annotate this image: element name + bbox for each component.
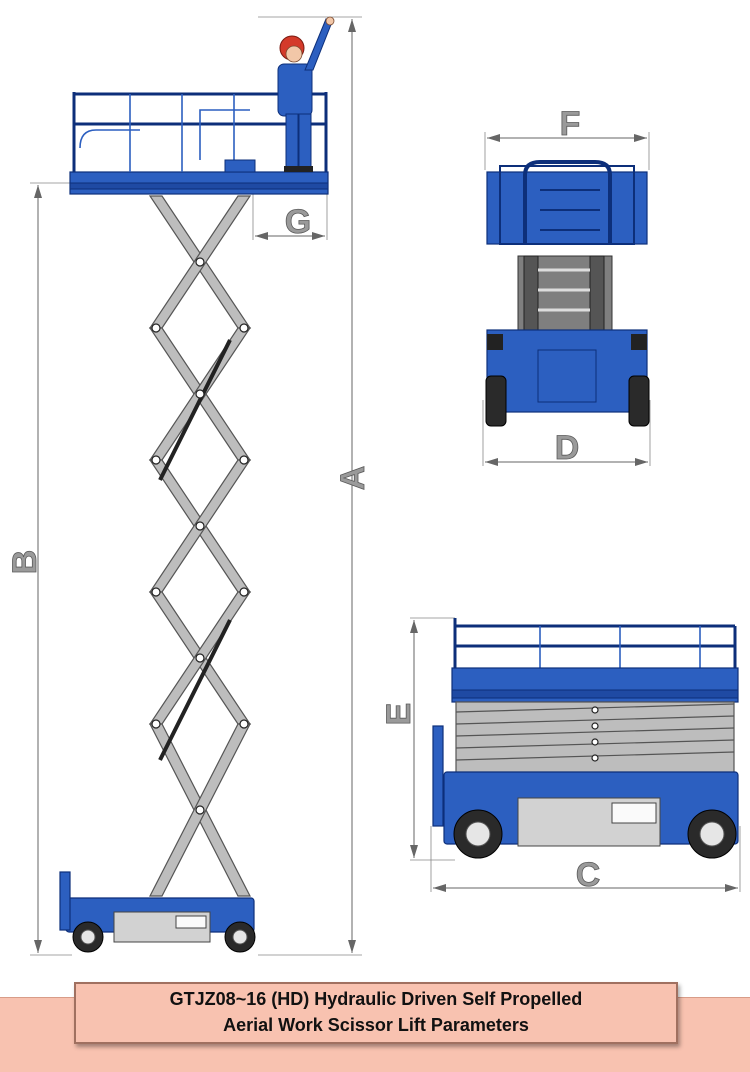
caption-line-2: Aerial Work Scissor Lift Parameters — [223, 1015, 529, 1035]
dimension-a: A — [258, 16, 372, 956]
caption-banner: GTJZ08~16 (HD) Hydraulic Driven Self Pro… — [74, 982, 678, 1044]
dimension-c: C — [430, 826, 741, 894]
dimension-label-b: B — [6, 550, 44, 575]
dimension-label-a: A — [334, 466, 372, 491]
dimension-label-g: G — [285, 203, 311, 241]
scissor-stack — [148, 195, 252, 897]
operator-figure — [277, 16, 335, 172]
dimension-f: F — [484, 105, 650, 170]
dimension-label-e: E — [380, 703, 418, 726]
side-view-extended: A B G — [6, 16, 372, 956]
dimension-g: G — [252, 190, 328, 241]
front-view: F D — [482, 105, 651, 467]
dimension-label-f: F — [560, 105, 581, 143]
dimension-label-c: C — [576, 856, 601, 894]
platform — [69, 92, 329, 195]
dimension-label-d: D — [555, 429, 580, 467]
side-view-stowed: E — [380, 617, 741, 894]
caption-line-1: GTJZ08~16 (HD) Hydraulic Driven Self Pro… — [169, 989, 583, 1009]
dimension-d: D — [482, 400, 651, 467]
base-chassis — [59, 871, 256, 953]
dimension-e: E — [380, 617, 455, 861]
dimension-b: B — [6, 182, 72, 956]
